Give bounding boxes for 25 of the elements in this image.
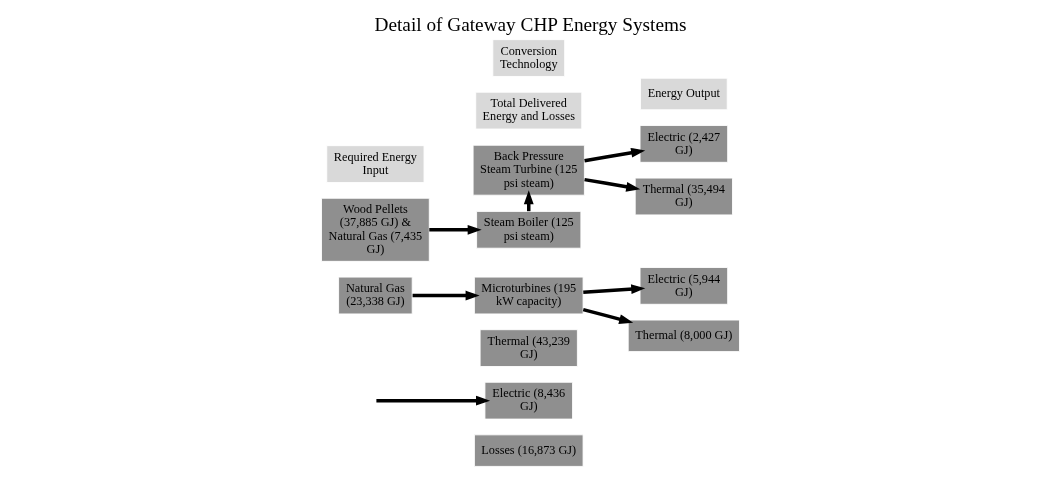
node-box: Thermal (43,239 GJ) (479, 329, 578, 367)
diagram-title: Detail of Gateway CHP Energy Systems (374, 13, 686, 35)
node-box: Energy Output (639, 77, 728, 111)
arrow (582, 284, 645, 295)
arrow (375, 395, 490, 406)
arrow (583, 177, 640, 192)
node-box: Electric (2,427 GJ) (639, 125, 728, 163)
node-box: Back Pressure Steam Turbine (125 psi steam) (472, 144, 585, 196)
node-box: Microturbines (195 kW capacity) (473, 276, 584, 315)
arrow (428, 224, 482, 235)
node-box: Losses (16,873 GJ) (473, 434, 584, 467)
node-box: Thermal (35,494 GJ) (634, 177, 733, 216)
node-box: Electric (5,944 GJ) (639, 267, 728, 305)
node-box: Electric (8,436 GJ) (484, 381, 573, 420)
node-box: Conversion Technology (491, 39, 565, 77)
arrow (583, 147, 645, 163)
node-box: Steam Boiler (125 psi steam) (475, 210, 581, 249)
node-box: Natural Gas (23,338 GJ) (337, 276, 413, 315)
node-box: Wood Pellets (37,885 GJ) & Natural Gas (7,435 GJ) (320, 197, 430, 262)
node-box: Required Energy Input (325, 145, 424, 183)
node-box: Thermal (8,000 GJ) (627, 319, 740, 353)
node-box: Total Delivered Energy and Losses (474, 91, 582, 130)
arrow (582, 307, 633, 324)
arrow (412, 290, 480, 301)
arrow (523, 190, 534, 212)
